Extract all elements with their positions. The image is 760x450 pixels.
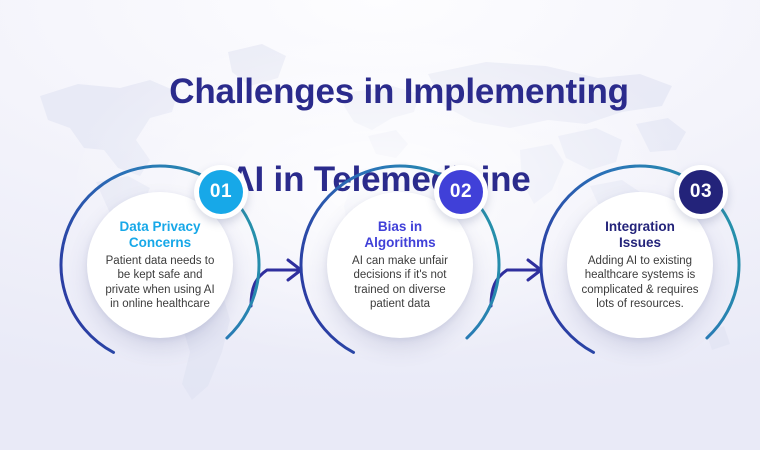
step-heading-3: Integration Issues	[605, 218, 675, 250]
step-body-3: Adding AI to existing healthcare systems…	[581, 254, 699, 311]
step-heading-1: Data Privacy Concerns	[119, 218, 201, 250]
step-number-1: 01	[199, 170, 243, 214]
step-badge-1: 01	[194, 165, 248, 219]
page-title-line-1: Challenges in Implementing	[169, 72, 629, 111]
step-heading-2: Bias in Algorithms	[364, 218, 436, 250]
step-card-2[interactable]: Bias in Algorithms AI can make unfair de…	[294, 159, 506, 371]
step-number-2: 02	[439, 170, 483, 214]
step-body-2: AI can make unfair decisions if it's not…	[352, 254, 448, 311]
step-badge-2: 02	[434, 165, 488, 219]
step-card-3[interactable]: Integration Issues Adding AI to existing…	[534, 159, 746, 371]
step-card-1[interactable]: Data Privacy Concerns Patient data needs…	[54, 159, 266, 371]
step-number-3: 03	[679, 170, 723, 214]
step-badge-3: 03	[674, 165, 728, 219]
step-body-1: Patient data needs to be kept safe and p…	[105, 254, 215, 311]
